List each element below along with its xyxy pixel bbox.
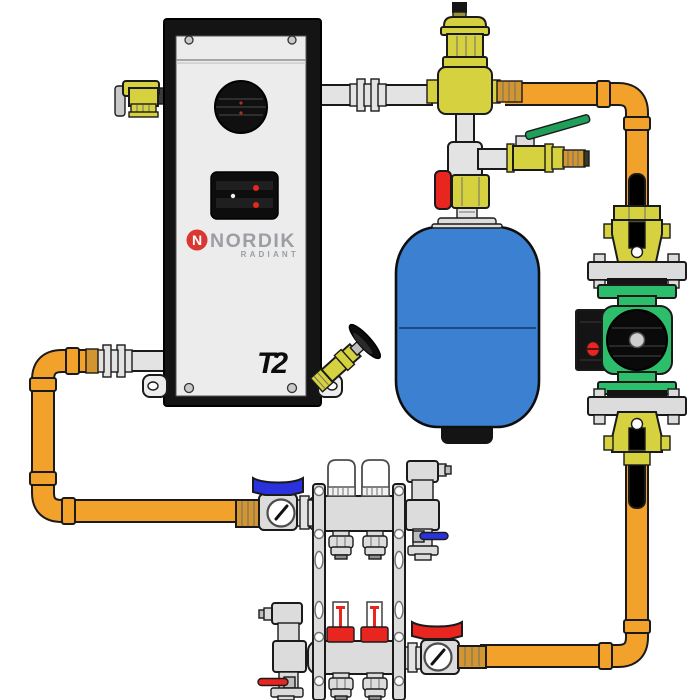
isolation-valve-top xyxy=(603,205,671,263)
meter-collar xyxy=(326,626,355,643)
union-fitting xyxy=(95,344,133,378)
boiler-supply-pipe xyxy=(317,78,433,112)
logo-icon xyxy=(186,229,208,251)
purge-valve-green xyxy=(506,114,591,173)
circulator-pump-assembly xyxy=(575,205,687,453)
green-lever-handle xyxy=(524,114,591,140)
valve-body xyxy=(512,145,547,171)
hose-thread-spout xyxy=(562,149,586,168)
expansion-tank xyxy=(394,206,541,444)
pipe-bottom-right xyxy=(480,460,651,670)
loop-outlet xyxy=(362,530,388,560)
manifold-station xyxy=(235,459,487,700)
logo-initial: N xyxy=(192,232,202,248)
air-separator-assembly xyxy=(426,2,591,210)
pump-hub xyxy=(628,331,646,349)
pipe-couplings xyxy=(29,347,80,525)
red-lever-handle xyxy=(434,170,452,210)
series-text: RADIANT xyxy=(241,250,299,259)
pump-flange-bottom xyxy=(587,371,687,425)
valve-stem-bolt xyxy=(630,245,644,259)
isolation-valve-bottom xyxy=(603,411,671,453)
tee-fitting xyxy=(447,141,483,179)
manifold-end-drain xyxy=(257,602,307,700)
loop-outlet xyxy=(328,672,354,700)
loop-outlet xyxy=(328,530,354,560)
relief-valve xyxy=(114,80,167,118)
pipe-left-loop xyxy=(29,347,240,525)
gauge-needle xyxy=(430,648,446,666)
union-fitting xyxy=(349,78,387,112)
separator-body xyxy=(437,66,493,115)
flow-meter-1 xyxy=(326,601,355,643)
red-drain-lever xyxy=(257,677,289,687)
meter-collar xyxy=(360,626,389,643)
valve-body xyxy=(451,174,490,209)
pump-flange-top xyxy=(587,253,687,311)
tank-body xyxy=(394,225,541,429)
actuator-cap-2 xyxy=(361,459,390,497)
down-pipe xyxy=(455,109,475,147)
blue-butterfly-handle xyxy=(252,476,304,496)
side-branch xyxy=(477,148,511,170)
return-manifold xyxy=(257,601,487,700)
fill-valve-red xyxy=(434,170,490,210)
union-nut xyxy=(623,451,651,466)
flow-meter-2 xyxy=(360,601,389,643)
manifold-rails xyxy=(312,483,406,700)
air-separator xyxy=(426,2,523,115)
panel-screws xyxy=(183,35,298,394)
brand-text: NORDIK xyxy=(210,230,296,252)
actuator-cap-1 xyxy=(327,459,356,497)
gauge-needle xyxy=(274,504,289,521)
model-logo-text: T2 xyxy=(257,347,288,380)
rail-right xyxy=(392,483,406,700)
status-led-2 xyxy=(253,202,259,208)
boiler-unit: N NORDIK RADIANT T2 xyxy=(114,18,382,407)
manifold-end-vent xyxy=(399,460,452,561)
loop-outlet xyxy=(362,672,388,700)
blower-vent xyxy=(214,80,268,134)
brass-nipple xyxy=(85,348,99,374)
boiler-drain-valve xyxy=(309,323,382,393)
return-ball-valve xyxy=(411,620,463,675)
red-butterfly-handle xyxy=(411,620,463,640)
circulator-pump xyxy=(575,305,673,375)
blue-drain-lever xyxy=(419,531,449,541)
power-dot xyxy=(230,193,236,199)
brand-logo: N NORDIK RADIANT xyxy=(186,229,299,259)
control-panel xyxy=(210,171,279,220)
pipe-top-right xyxy=(505,80,651,225)
supply-manifold xyxy=(235,459,452,561)
status-led-1 xyxy=(253,185,259,191)
rail-left xyxy=(312,483,326,700)
air-vent-cap xyxy=(452,2,467,13)
boiler-return-pipe xyxy=(85,344,168,378)
supply-ball-valve xyxy=(252,476,304,531)
